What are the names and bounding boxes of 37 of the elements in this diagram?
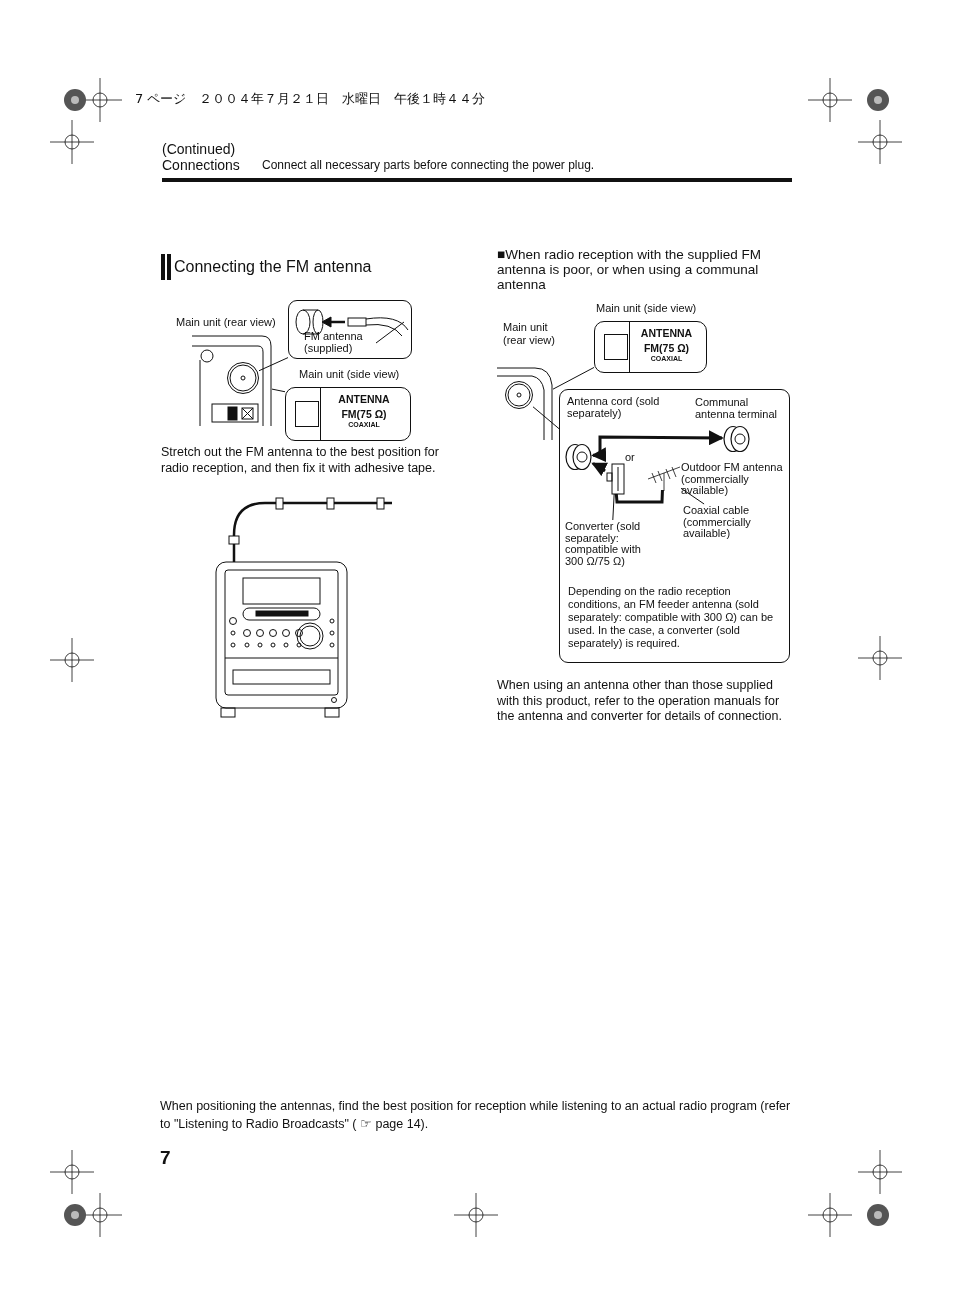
print-slug: 7 ページ ２００４年７月２１日 水曜日 午後１時４４分 <box>135 92 487 107</box>
note-text: Depending on the radio reception conditions, an FM feeder antenna (sold separately: compatible with 300 Ω) can be used. In the case, a converter (sold separately) is required. <box>568 585 775 650</box>
callout-box <box>288 300 412 359</box>
part-label: Antenna cord (sold separately) <box>567 395 661 419</box>
leader-line <box>680 487 705 505</box>
callout-label: Converter (sold separately: compatible with 300 Ω/75 Ω) <box>565 521 642 567</box>
note-text: When positioning the antennas, find the best position for reception while listening to an actual radio program (refer to "Listening to Radio Broadcasts" ( ☞ page 14). <box>160 1098 792 1133</box>
view-heading: Main unit (side view) <box>596 302 697 314</box>
part-label: Communal antenna terminal <box>695 397 778 420</box>
section-title: Connecting the FM antenna <box>174 258 372 277</box>
leader-line <box>258 357 289 372</box>
leader-line <box>612 493 615 521</box>
view-heading: Main unit (side view) <box>299 368 400 380</box>
page-number: 7 <box>160 1147 172 1169</box>
panel-marking: ANTENNA <box>639 328 694 340</box>
view-label: Main unit (rear view) <box>503 321 556 347</box>
or-text: or <box>625 451 636 464</box>
section-heading: Connections <box>162 157 241 174</box>
instruction-text: Stretch out the FM antenna to the best position for radio reception, and then fix it with adhesive tape. <box>161 444 440 476</box>
cable-line <box>614 489 664 504</box>
info-panel <box>559 389 790 663</box>
panel-marking: FM(75 Ω) <box>642 343 691 355</box>
leader-line <box>271 388 286 393</box>
callout-label: Coaxial cable (commercially available) <box>683 505 752 540</box>
leader-line <box>552 366 595 390</box>
cable-line <box>591 462 609 477</box>
instruction-text: Connect all necessary parts before connecting the power plug. <box>262 159 596 173</box>
view-label: Main unit (rear view) <box>176 316 277 329</box>
note-text: When using an antenna other than those supplied with this product, refer to the operation manuals for the antenna and converter for details of connection. <box>497 678 783 725</box>
panel-marking: FM(75 Ω) <box>340 409 388 421</box>
header-text: (Continued) <box>162 141 237 158</box>
part-label: Outdoor FM antenna (commercially available) <box>681 462 784 497</box>
panel-marking: ANTENNA <box>337 394 391 406</box>
subsection-heading: ■When radio reception with the supplied FM antenna is poor, or when using a communal antenna <box>497 248 763 293</box>
leader-line <box>532 406 560 430</box>
callout-label: FM antenna (supplied) <box>304 330 364 354</box>
cable-line <box>591 430 724 463</box>
